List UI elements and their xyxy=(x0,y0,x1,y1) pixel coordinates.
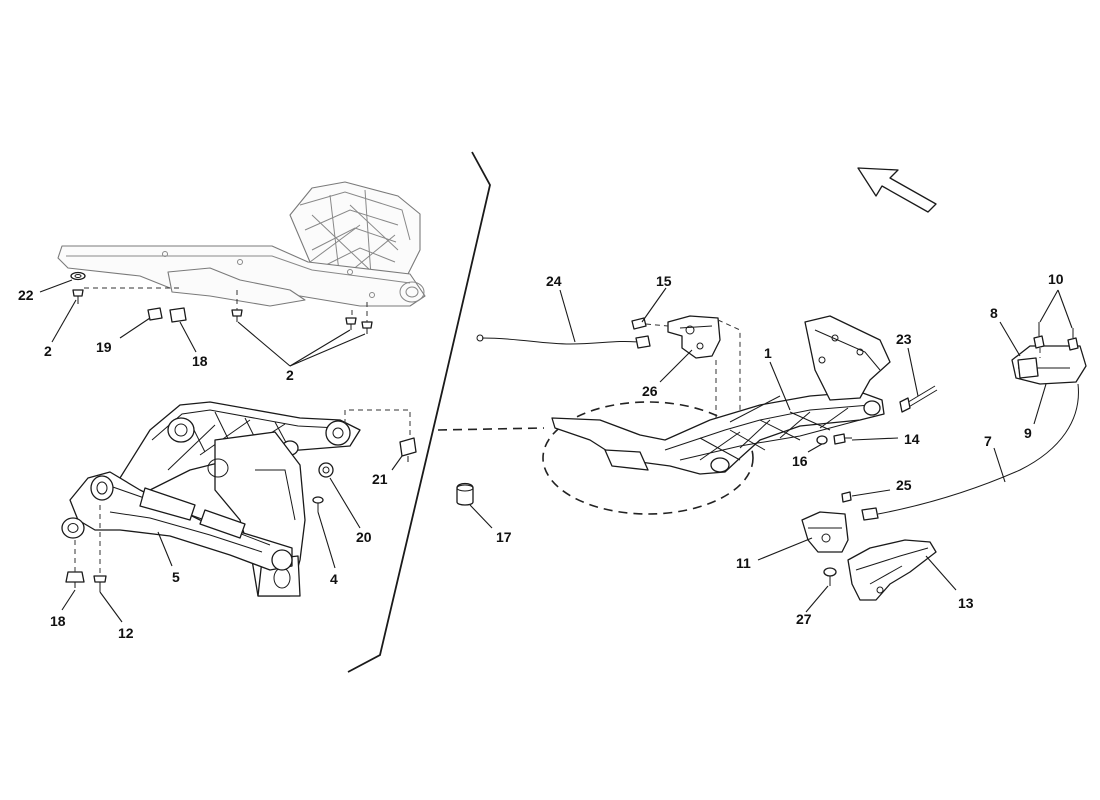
callout-23: 23 xyxy=(896,331,912,347)
direction-arrow-icon xyxy=(857,167,937,213)
callout-15: 15 xyxy=(656,273,672,289)
callout-26: 26 xyxy=(642,383,658,399)
callout-18: 18 xyxy=(50,613,66,629)
frame-fasteners xyxy=(70,271,373,334)
callout-5: 5 xyxy=(172,569,180,585)
callout-1: 1 xyxy=(764,345,772,361)
callout-16: 16 xyxy=(792,453,808,469)
callout-19: 19 xyxy=(96,339,112,355)
detail-link-line xyxy=(437,427,545,431)
leader-lines xyxy=(39,279,1073,623)
release-handle xyxy=(1011,322,1087,385)
callout-27: 27 xyxy=(796,611,812,627)
callout-22: 22 xyxy=(18,287,34,303)
callout-24: 24 xyxy=(546,273,562,289)
bolt-14 xyxy=(833,433,852,445)
cable-connector xyxy=(635,335,651,349)
callout-4: 4 xyxy=(330,571,338,587)
callout-7: 7 xyxy=(984,433,992,449)
callout-14: 14 xyxy=(904,431,920,447)
assembly-line xyxy=(344,409,411,438)
vehicle-frame-context xyxy=(57,181,426,307)
detail-ellipse xyxy=(542,401,754,515)
striker-13 xyxy=(847,539,937,601)
callout-9: 9 xyxy=(1024,425,1032,441)
release-cable xyxy=(481,337,639,345)
hood-frame xyxy=(551,315,891,475)
bushing-17 xyxy=(456,482,474,506)
hinge-arm-assembly xyxy=(61,401,361,597)
callout-2: 2 xyxy=(286,367,294,383)
callout-13: 13 xyxy=(958,595,974,611)
callout-11: 11 xyxy=(736,555,751,571)
assembly-line xyxy=(645,323,669,327)
callout-20: 20 xyxy=(356,529,372,545)
callout-17: 17 xyxy=(496,529,512,545)
callout-18: 18 xyxy=(192,353,208,369)
callout-12: 12 xyxy=(118,625,134,641)
callout-2: 2 xyxy=(44,343,52,359)
section-separator xyxy=(347,151,491,673)
callout-25: 25 xyxy=(896,477,912,493)
latch-11 xyxy=(801,491,852,553)
callout-10: 10 xyxy=(1048,271,1064,287)
nut-16 xyxy=(816,435,828,445)
callout-21: 21 xyxy=(372,471,388,487)
assembly-line xyxy=(717,319,741,412)
arm-fasteners xyxy=(65,437,417,592)
cable-clip xyxy=(861,507,879,521)
latch-cable xyxy=(877,383,1079,515)
bolt-23 xyxy=(899,385,938,413)
cable-end xyxy=(476,334,484,342)
callout-8: 8 xyxy=(990,305,998,321)
screw-27 xyxy=(823,567,837,586)
callouts: 22 2 19 18 2 5 18 12 4 20 21 24 15 26 1 … xyxy=(18,271,1064,641)
